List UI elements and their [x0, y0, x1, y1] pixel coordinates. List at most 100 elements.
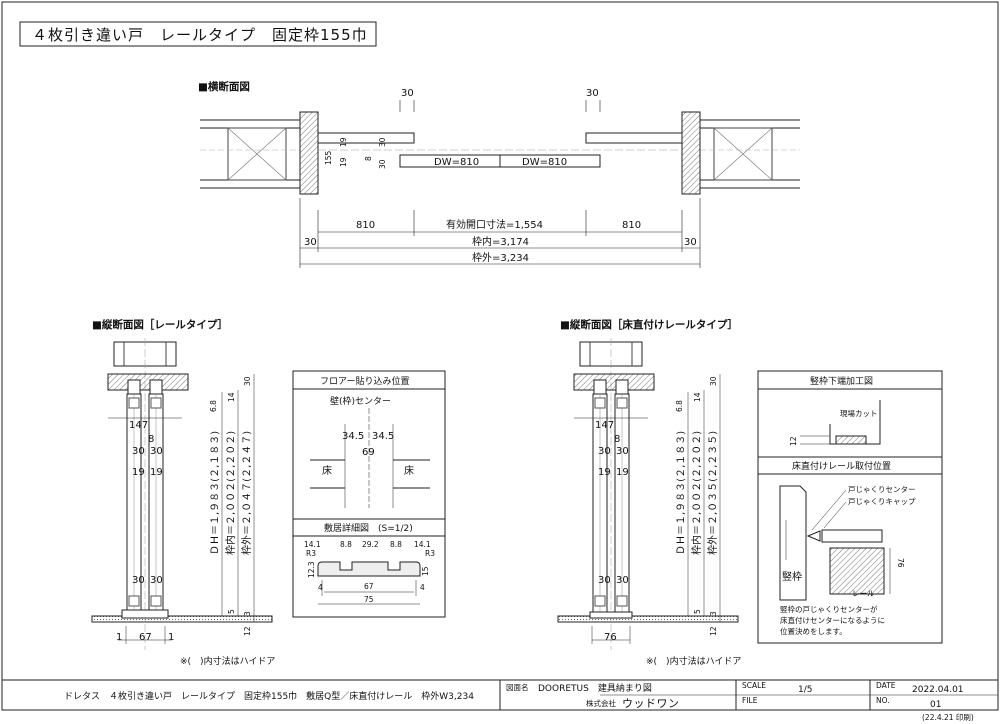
sa-dh: ＤＨ＝１,９８３(２,１８３) [210, 431, 221, 555]
plan-dim-19b: 19 [339, 157, 348, 167]
drawing-title: ４枚引き違い戸 レールタイプ 固定枠155巾 [32, 26, 368, 44]
scale-value: 1/5 [798, 685, 812, 695]
plan-dim-8: 8 [364, 156, 373, 161]
sb-h12: 12 [709, 626, 718, 636]
floor-label-right: 床 [404, 464, 414, 477]
sill-r3-left: R3 [306, 549, 316, 558]
sa-w8: 8 [148, 434, 154, 445]
plan-dim-30a: 30 [378, 137, 387, 147]
frame-cut-label: 現場カット [840, 408, 878, 418]
sa-b67: 67 [139, 632, 152, 643]
section-b-label: ■縦断面図［床直付けレールタイプ］ [560, 318, 738, 331]
sa-w30a: 30 [132, 446, 145, 457]
sa-h68: 6.8 [209, 400, 218, 412]
sill-detail: 敷居詳細図 (S=1/2) 14.1 8.8 29.2 8.8 14.1 R3 … [292, 518, 446, 618]
sa-h14: 14 [227, 392, 236, 402]
sill-title: 敷居詳細図 (S=1/2) [324, 522, 413, 534]
sb-h68: 6.8 [675, 400, 684, 412]
rail-mount-label-1: 戸じゃくりセンター [848, 485, 916, 494]
sa-h30: 30 [243, 376, 252, 386]
sa-w30c: 30 [132, 575, 145, 586]
plan-end-left: 30 [304, 237, 317, 248]
sill-w75: 75 [364, 595, 374, 604]
plan-dim-30-left: 30 [401, 88, 414, 99]
sa-w30d: 30 [150, 575, 163, 586]
sill-t2: 8.8 [340, 540, 352, 549]
sb-w30a: 30 [598, 446, 611, 457]
date-value: 2022.04.01 [912, 685, 964, 695]
rail-mount-note-1: 竪枠の戸じゃくりセンターが [780, 604, 878, 614]
sb-w30c: 30 [598, 575, 611, 586]
plan-outer-width: 枠外=3,234 [472, 251, 529, 264]
sill-r3-right: R3 [425, 549, 435, 558]
sa-b1a: 1 [116, 632, 122, 643]
sb-dh: ＤＨ＝１,９８３(２,１８３) [676, 431, 687, 555]
plan-dim-155: 155 [324, 150, 333, 165]
sb-w30d: 30 [616, 575, 629, 586]
plan-opening-left: 810 [356, 220, 375, 231]
sa-outer: 枠外＝２,０４７(２,２４７) [240, 431, 253, 555]
sa-w19b: 19 [150, 467, 163, 478]
floor-center-label: 壁(枠)センター [330, 395, 391, 407]
rail-mount-label-2: 戸じゃくりキャップ [848, 497, 916, 506]
frame-cut-h12: 12 [789, 436, 798, 446]
title-box: ４枚引き違い戸 レールタイプ 固定枠155巾 [19, 21, 377, 47]
frame-bottom-cut-detail: 竪枠下端加工図 現場カット 12 [757, 370, 943, 458]
floor-title: フロアー貼り込み位置 [320, 375, 409, 387]
sill-h15: 15 [421, 566, 430, 576]
sa-b1b: 1 [168, 632, 174, 643]
file-label: FILE [742, 696, 758, 705]
sb-inner: 枠内＝２,００２(２,２０２) [690, 431, 703, 555]
date-label: DATE [876, 681, 896, 690]
sa-h12: 12 [243, 626, 252, 636]
sb-h3: 3 [709, 611, 718, 616]
plan-end-right: 30 [684, 237, 697, 248]
plan-label: ■横断面図 [198, 80, 250, 93]
print-date: (22.4.21 印刷) [922, 713, 974, 722]
rail-mount-position-detail: 床直付けレール取付位置 戸じゃくりセンター 戸じゃくりキャップ 76 レール 竪… [757, 456, 943, 644]
sill-w4-right: 4 [420, 583, 425, 592]
floor-d69: 69 [362, 447, 375, 458]
rail-mount-h76: 76 [896, 558, 905, 568]
rail-mount-note-3: 位置決めをします。 [780, 626, 847, 636]
plan-opening-center: 有効開口寸法=1,554 [446, 218, 543, 231]
sill-t5: 14.1 [414, 540, 431, 549]
sb-h30: 30 [709, 376, 718, 386]
no-value: 01 [930, 700, 941, 710]
title-block-description: ドレタス ４枚引き違い戸 レールタイプ 固定枠155巾 敷居Q型／床直付けレール… [64, 690, 474, 702]
rail-mount-title: 床直付けレール取付位置 [792, 460, 891, 472]
rail-mount-label-3: レール [852, 589, 875, 598]
sb-w30b: 30 [616, 446, 629, 457]
scale-label: SCALE [742, 681, 766, 690]
sa-inner: 枠内＝２,００２(２,２０２) [224, 431, 237, 555]
rail-mount-frame-label: 竪枠 [782, 570, 802, 583]
sill-w4-left: 4 [318, 583, 323, 592]
plan-dim-19a: 19 [339, 137, 348, 147]
section-a-label: ■縦断面図［レールタイプ］ [92, 318, 228, 331]
sb-note: ※( )内寸法はハイドア [646, 655, 741, 667]
sill-t4: 8.8 [390, 540, 402, 549]
sb-w147: 147 [595, 420, 614, 431]
name-label: 図面名 [506, 682, 529, 692]
section-rail-type: ■縦断面図［レールタイプ］ 147 8 30 30 19 19 30 30 [91, 318, 275, 667]
rail-mount-note-2: 床直付けセンターになるように [780, 615, 885, 625]
sa-h3: 3 [243, 611, 252, 616]
no-label: NO. [876, 696, 890, 705]
sill-t1: 14.1 [304, 540, 321, 549]
section-floor-rail-type: ■縦断面図［床直付けレールタイプ］ 147 8 30 30 19 19 30 3… [557, 318, 741, 667]
sb-h5: 5 [693, 609, 702, 614]
title-block: ドレタス ４枚引き違い戸 レールタイプ 固定枠155巾 敷居Q型／床直付けレール… [2, 679, 998, 722]
sb-w8: 8 [614, 434, 620, 445]
frame-cut-title: 竪枠下端加工図 [810, 375, 873, 387]
company-label: 株式会社 [586, 698, 616, 708]
floor-d345a: 34.5 [342, 431, 364, 442]
sb-w19a: 19 [598, 467, 611, 478]
floor-position-detail: フロアー貼り込み位置 壁(枠)センター 34.5 34.5 69 床 床 [292, 370, 446, 520]
floor-label-left: 床 [322, 464, 332, 477]
sb-h14: 14 [693, 392, 702, 402]
plan-opening-right: 810 [622, 220, 641, 231]
floor-d345b: 34.5 [372, 431, 394, 442]
sill-h123: 12.3 [307, 561, 316, 578]
sa-w19a: 19 [132, 467, 145, 478]
